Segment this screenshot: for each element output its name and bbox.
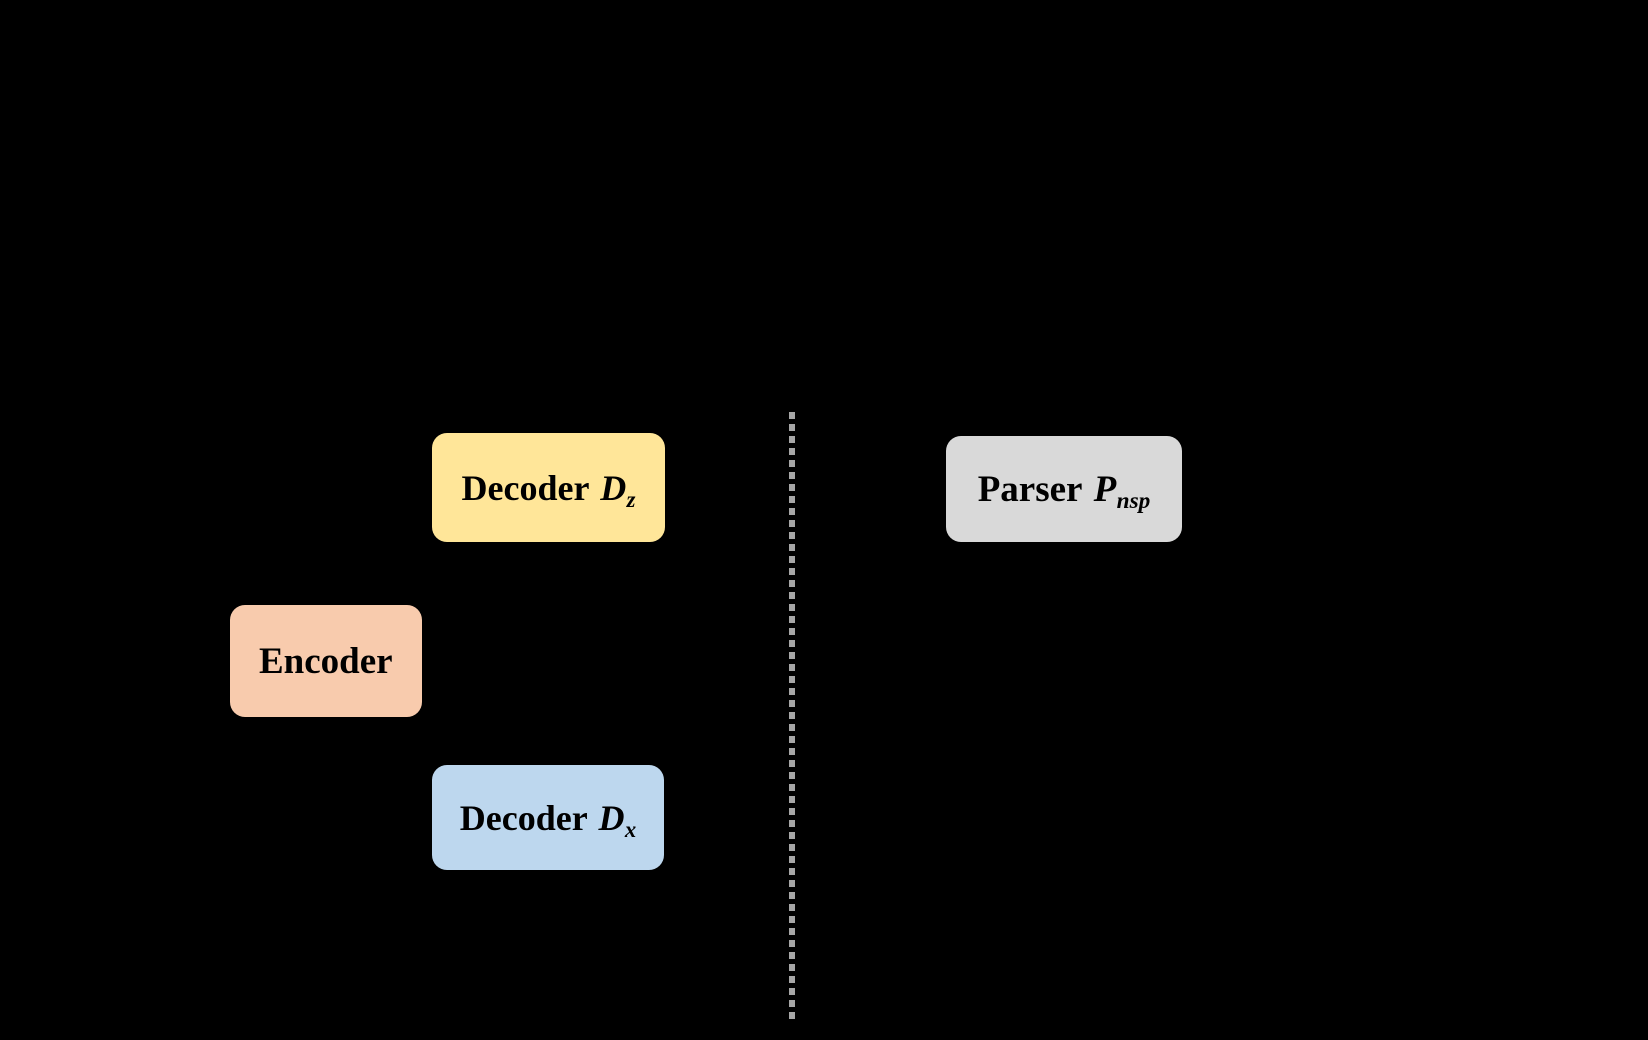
encoder-label: Encoder [259, 640, 393, 683]
label-text: Decoder [459, 797, 588, 838]
label-subscript: nsp [1116, 487, 1151, 514]
label-subscript: x [624, 816, 637, 842]
label-text: Encoder [258, 640, 393, 682]
label-text: Decoder [461, 467, 590, 508]
label-text: Parser [977, 468, 1083, 510]
label-symbol: D [600, 467, 627, 508]
label-subscript: z [626, 486, 636, 512]
divider-dashed-line [789, 412, 795, 1019]
label-symbol: D [598, 797, 625, 838]
encoder-box: Encoder [230, 605, 422, 717]
label-symbol: P [1093, 468, 1117, 510]
